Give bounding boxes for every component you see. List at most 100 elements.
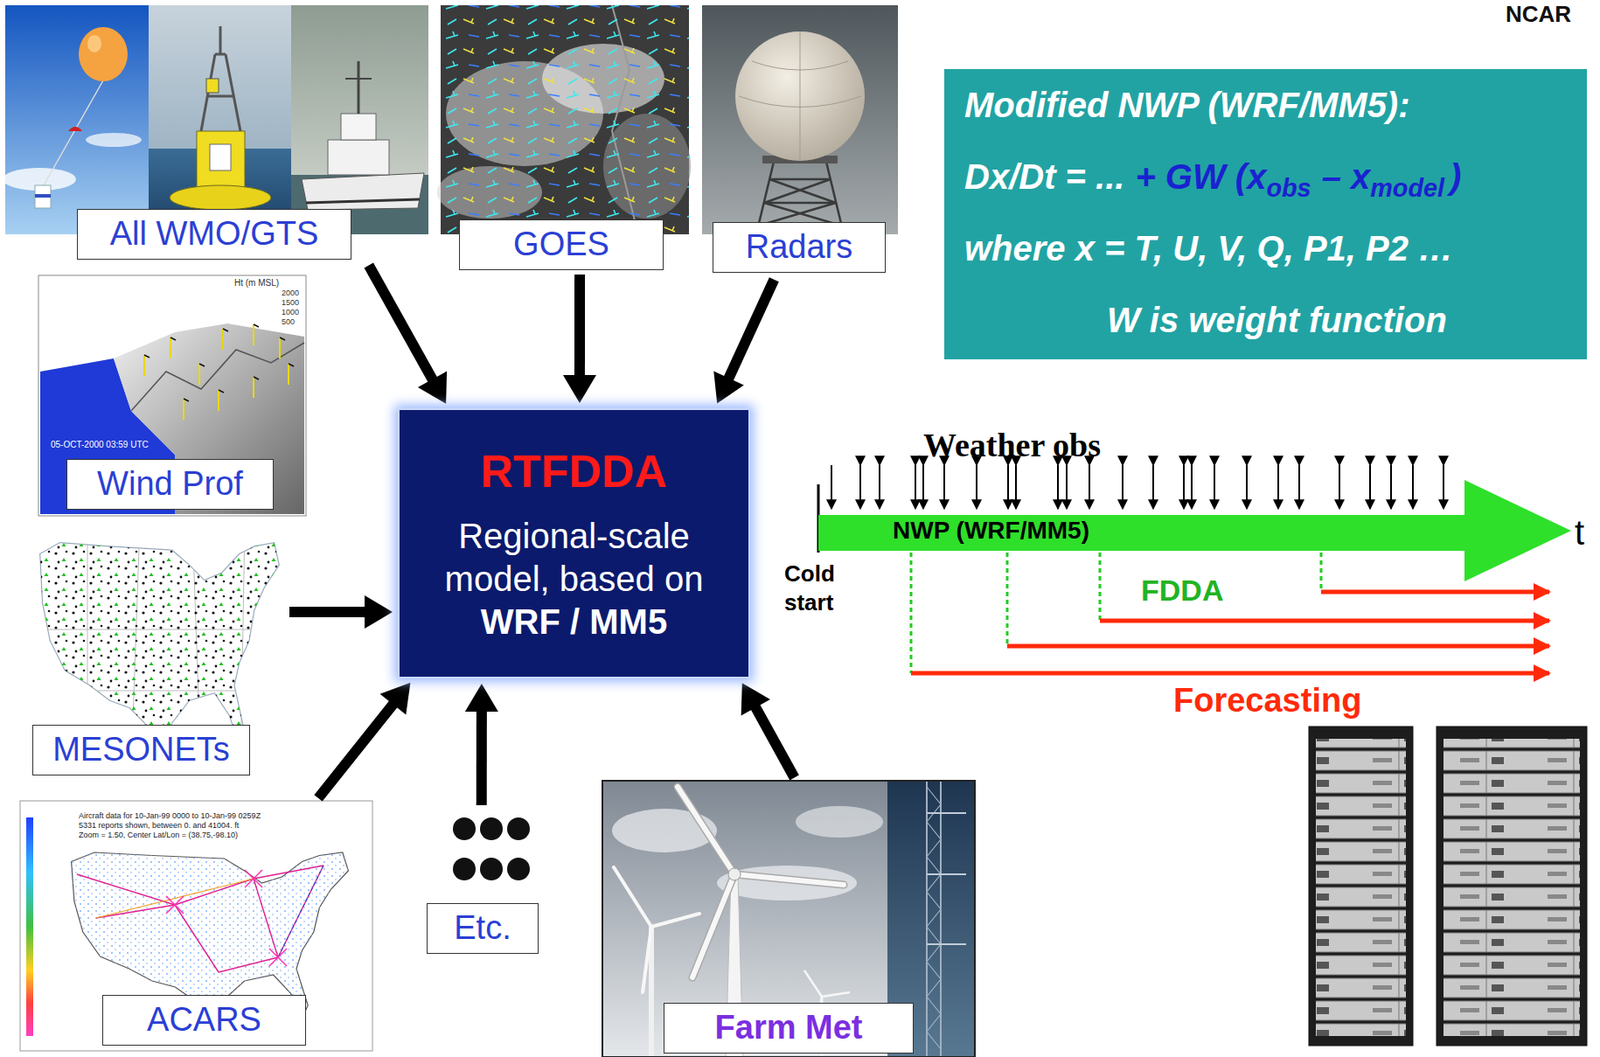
map-legend-slot: 1500: [281, 298, 300, 307]
wind-farm-photo: [926, 813, 967, 945]
radar-photo: [738, 31, 862, 161]
arrow-head: [364, 595, 393, 629]
feed-arrow: [318, 682, 411, 799]
wind-farm-photo: [926, 786, 941, 1050]
buoy-photo: [169, 185, 272, 210]
buoy-photo: [148, 5, 292, 235]
acars-map: [96, 878, 254, 919]
arrow-head: [741, 682, 771, 716]
timeline-marks: [1099, 619, 1550, 624]
timeline-marks: [911, 552, 1322, 674]
server-racks: [1443, 738, 1580, 1037]
radar-photo: [702, 5, 898, 235]
phase-label: FDDA: [1140, 573, 1224, 608]
axis-label-slot: t: [1574, 512, 1585, 553]
map-timestamp: 05-OCT-2000 03:59 UTC: [50, 439, 149, 451]
map-caption-slot: Aircraft data for 10-Jan-99 0000 to 10-J…: [78, 811, 261, 821]
timeline-text: NWP (WRF/MM5): [892, 518, 1090, 543]
wind-farm-photo: [677, 786, 844, 978]
subscript: obs: [1266, 173, 1311, 202]
arrow-head: [563, 375, 597, 404]
ship-photo: [291, 5, 429, 235]
timeline-marks: [911, 671, 1550, 676]
equation-box: Modified NWP (WRF/MM5):Dx/Dt = ...+ GW (…: [944, 69, 1587, 360]
source-label: Farm Met: [663, 1002, 914, 1054]
equation-text: Modified NWP (WRF/MM5):: [964, 85, 1411, 125]
map-caption: Aircraft data for 10-Jan-99 0000 to 10-J…: [78, 811, 261, 821]
wind-farm-photo: [612, 808, 717, 853]
satellite-image: [440, 5, 689, 235]
equation-text: – x: [1321, 157, 1371, 196]
arrow-shaft: [318, 700, 397, 799]
timeline-arrow: NWP (WRF/MM5): [816, 480, 1572, 582]
source-label: Wind Prof: [66, 459, 274, 510]
ellipsis-dots: [480, 857, 503, 881]
feed-arrow: [368, 264, 447, 404]
acars-map: [20, 800, 373, 1051]
buoy-photo: [209, 144, 231, 171]
map-legend: Ht (m MSL): [234, 278, 279, 289]
ellipsis-dots: [452, 857, 476, 881]
timeline-note-slot: Cold start: [784, 559, 858, 617]
map-legend: 500: [281, 317, 295, 327]
source-panel: Farm Met: [602, 780, 975, 1057]
wind-farm-photo: [602, 780, 975, 1057]
ellipsis-dots: [452, 817, 476, 841]
wind-farm-photo: [926, 780, 941, 1057]
wind-profile-map: [38, 275, 307, 516]
org-name-slot: NCAR: [1505, 1, 1572, 28]
equation-line: W is weight function: [964, 284, 1587, 356]
acars-map: [20, 800, 373, 1051]
source-panel: Etc.: [426, 808, 539, 960]
map-legend-slot: 2000: [281, 288, 300, 298]
source-panel: All WMO/GTS: [5, 5, 429, 263]
equation-text: W is weight function: [1106, 300, 1447, 340]
ship-photo: [340, 113, 376, 140]
map-legend-slot: Ht (m MSL): [234, 278, 279, 289]
map-legend: 1500: [281, 298, 300, 307]
wind-farm-photo: [795, 806, 884, 838]
source-label: All WMO/GTS: [76, 208, 352, 260]
arrow-shaft: [752, 702, 794, 779]
radar-photo: [702, 5, 898, 235]
source-panel: GOES: [440, 5, 689, 272]
source-panel: Radars: [702, 5, 898, 277]
map-caption: 5331 reports shown, between 0. and 41004…: [78, 820, 239, 830]
server-racks: [1308, 726, 1587, 1046]
satellite-image: [437, 5, 691, 235]
map-legend: 2000: [281, 288, 300, 298]
acars-map: [166, 869, 287, 967]
timeline-marks: [1321, 590, 1550, 595]
source-label: ACARS: [102, 994, 307, 1046]
equation-text: ): [1449, 157, 1461, 196]
map-timestamp-slot: 05-OCT-2000 03:59 UTC: [50, 439, 149, 451]
timeline-marks: [831, 465, 1444, 509]
phase-label-slot: Forecasting: [1173, 681, 1362, 721]
acars-map: [26, 817, 34, 1037]
equation-line: where x = T, U, V, Q, P1, P2 …: [964, 212, 1587, 285]
satellite-image: [440, 5, 689, 235]
acars-map: [278, 865, 324, 958]
map-legend: 1000: [281, 307, 300, 317]
balloon-photo: [43, 80, 104, 186]
feed-arrow: [741, 682, 795, 778]
wind-farm-photo: [728, 868, 741, 881]
source-label: Etc.: [426, 903, 539, 954]
buoy-photo: [196, 131, 245, 195]
timeline-marks: [1007, 644, 1550, 649]
balloon-photo: [85, 132, 142, 147]
map-legend-slot: 500: [281, 317, 295, 327]
feed-arrow: [465, 683, 499, 806]
ellipsis-dots: [452, 817, 530, 881]
map-legend-slot: 1000: [281, 307, 300, 317]
equation-text: Dx/Dt = ...: [964, 157, 1125, 196]
balloon-photo: [68, 126, 83, 132]
source-panel: MESONETs: [30, 525, 286, 779]
ship-photo: [357, 61, 361, 114]
server-racks: [1436, 726, 1587, 1046]
buoy-photo: [148, 5, 292, 150]
timeline-heading-slot: Weather obs: [923, 428, 1101, 462]
arrow-head: [417, 371, 447, 404]
